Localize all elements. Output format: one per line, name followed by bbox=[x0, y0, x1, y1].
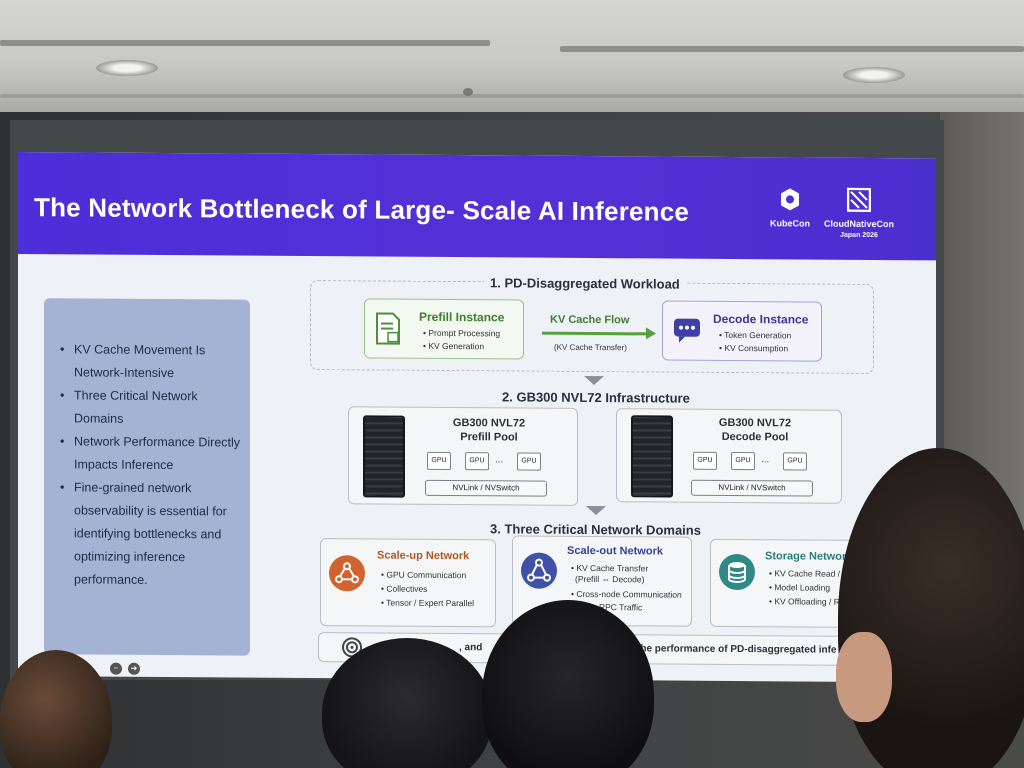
storage-title: Storage Network bbox=[765, 550, 853, 563]
document-icon bbox=[376, 312, 400, 345]
prefill-pool-box: GB300 NVL72 Prefill Pool GPU GPU ... GPU… bbox=[348, 406, 578, 506]
gpu-chip: GPU bbox=[465, 452, 489, 471]
database-icon bbox=[719, 553, 755, 591]
slide-prev-icon[interactable]: − bbox=[110, 662, 122, 675]
event-label: Japan 2026 bbox=[840, 231, 878, 240]
ceiling-groove bbox=[0, 40, 490, 46]
cloudnativecon-label: CloudNativeCon bbox=[824, 218, 895, 230]
ceiling-groove bbox=[560, 46, 1024, 52]
presentation-slide: The Network Bottleneck of Large- Scale A… bbox=[18, 152, 936, 683]
pool-title-line: Prefill Pool bbox=[460, 431, 518, 444]
kubecon-label: KubeCon bbox=[770, 218, 810, 229]
summary-list: KV Cache Movement Is Network-Intensive T… bbox=[60, 338, 244, 592]
chat-icon bbox=[674, 318, 700, 343]
server-rack-icon bbox=[363, 415, 405, 498]
scale-out-item: (Prefill ⇔ Decode) bbox=[575, 573, 645, 585]
conclusion-banner: Sc , and the performance of PD-disaggreg… bbox=[318, 632, 878, 667]
scale-out-network-box: Scale-out Network • KV Cache Transfer (P… bbox=[512, 535, 692, 627]
decode-pool-box: GB300 NVL72 Decode Pool GPU GPU ... GPU … bbox=[616, 408, 842, 504]
gpu-chip: GPU bbox=[427, 451, 451, 471]
scale-up-title: Scale-up Network bbox=[377, 549, 470, 563]
conclusion-text-middle: , and bbox=[459, 642, 483, 654]
arrow-right-icon bbox=[646, 327, 656, 340]
slide-title-bar: The Network Bottleneck of Large- Scale A… bbox=[18, 152, 936, 261]
summary-item: Three Critical Network Domains bbox=[60, 384, 244, 431]
scale-up-item: • Collectives bbox=[381, 583, 428, 594]
ceiling-edge bbox=[0, 94, 1024, 98]
ceiling-light bbox=[843, 67, 905, 83]
gpu-chip: GPU bbox=[693, 451, 717, 470]
summary-item: Fine-grained network observability is es… bbox=[60, 476, 244, 592]
kv-flow-sublabel: (KV Cache Transfer) bbox=[554, 342, 627, 353]
prefill-instance-box: Prefill Instance • Prompt Processing • K… bbox=[364, 298, 524, 360]
conclusion-text-end: the performance of PD-disaggregated infe bbox=[637, 643, 837, 656]
storage-network-box: Storage Network • KV Cache Read / Write … bbox=[710, 538, 890, 629]
kubecon-logo: KubeCon bbox=[770, 187, 810, 229]
ceiling-sensor bbox=[463, 88, 473, 96]
summary-item: KV Cache Movement Is Network-Intensive bbox=[60, 338, 244, 385]
kubecon-icon bbox=[781, 188, 799, 211]
kv-flow-label: KV Cache Flow bbox=[550, 313, 630, 327]
gpu-chip: GPU bbox=[731, 451, 755, 471]
gpu-ellipsis: ... bbox=[495, 454, 504, 466]
gpu-ellipsis: ... bbox=[761, 454, 770, 466]
scale-out-item: • Cross-node Communication bbox=[571, 588, 682, 600]
decode-item: • Token Generation bbox=[719, 329, 792, 341]
section-title-workload: 1. PD-Disaggregated Workload bbox=[484, 275, 686, 292]
scale-up-icon bbox=[329, 555, 365, 592]
arrow-down-icon bbox=[584, 375, 604, 386]
gpu-chip: GPU bbox=[517, 452, 541, 471]
scale-up-item: • GPU Communication bbox=[381, 569, 467, 581]
audience-head bbox=[0, 650, 112, 768]
scale-out-item: • KV Cache Transfer bbox=[571, 562, 649, 574]
scale-up-item: • Tensor / Expert Parallel bbox=[381, 597, 475, 609]
cloudnativecon-logo: CloudNativeCon Japan 2026 bbox=[824, 187, 895, 240]
audience-head bbox=[322, 638, 492, 768]
section-title-infrastructure: 2. GB300 NVL72 Infrastructure bbox=[502, 389, 690, 406]
storage-item: • Model Loading bbox=[769, 582, 831, 593]
decode-instance-box: Decode Instance • Token Generation • KV … bbox=[662, 300, 822, 362]
decode-item: • KV Consumption bbox=[719, 342, 789, 354]
slide-next-icon[interactable]: ➔ bbox=[128, 662, 140, 675]
scale-up-network-box: Scale-up Network • GPU Communication • C… bbox=[320, 538, 496, 628]
nvlink-bar: NVLink / NVSwitch bbox=[691, 479, 813, 497]
ceiling-light bbox=[96, 60, 158, 76]
audience-ear bbox=[836, 632, 892, 722]
scale-out-icon bbox=[521, 552, 557, 589]
nvlink-bar: NVLink / NVSwitch bbox=[425, 479, 547, 497]
scale-out-title: Scale-out Network bbox=[567, 544, 663, 558]
target-icon bbox=[342, 637, 362, 658]
audience-head bbox=[482, 600, 654, 768]
summary-item: Network Performance Directly Impacts Inf… bbox=[60, 430, 244, 477]
decode-pool-title: GB300 NVL72 Decode Pool bbox=[693, 416, 817, 445]
arrow-down-icon bbox=[586, 505, 606, 516]
summary-panel: KV Cache Movement Is Network-Intensive T… bbox=[44, 298, 250, 656]
decode-title: Decode Instance bbox=[713, 311, 809, 327]
pool-title-line: GB300 NVL72 bbox=[718, 416, 792, 430]
prefill-item: • KV Generation bbox=[423, 340, 485, 352]
server-rack-icon bbox=[631, 415, 673, 498]
gpu-chip: GPU bbox=[783, 452, 807, 471]
prefill-pool-title: GB300 NVL72 Prefill Pool bbox=[429, 416, 549, 445]
prefill-item: • Prompt Processing bbox=[423, 327, 501, 339]
prefill-title: Prefill Instance bbox=[419, 309, 505, 325]
cloudnativecon-icon bbox=[846, 187, 872, 213]
pool-title-line: GB300 NVL72 bbox=[452, 417, 526, 430]
ceiling bbox=[0, 0, 1024, 112]
pool-title-line: Decode Pool bbox=[721, 430, 789, 444]
slide-title: The Network Bottleneck of Large- Scale A… bbox=[34, 192, 690, 227]
